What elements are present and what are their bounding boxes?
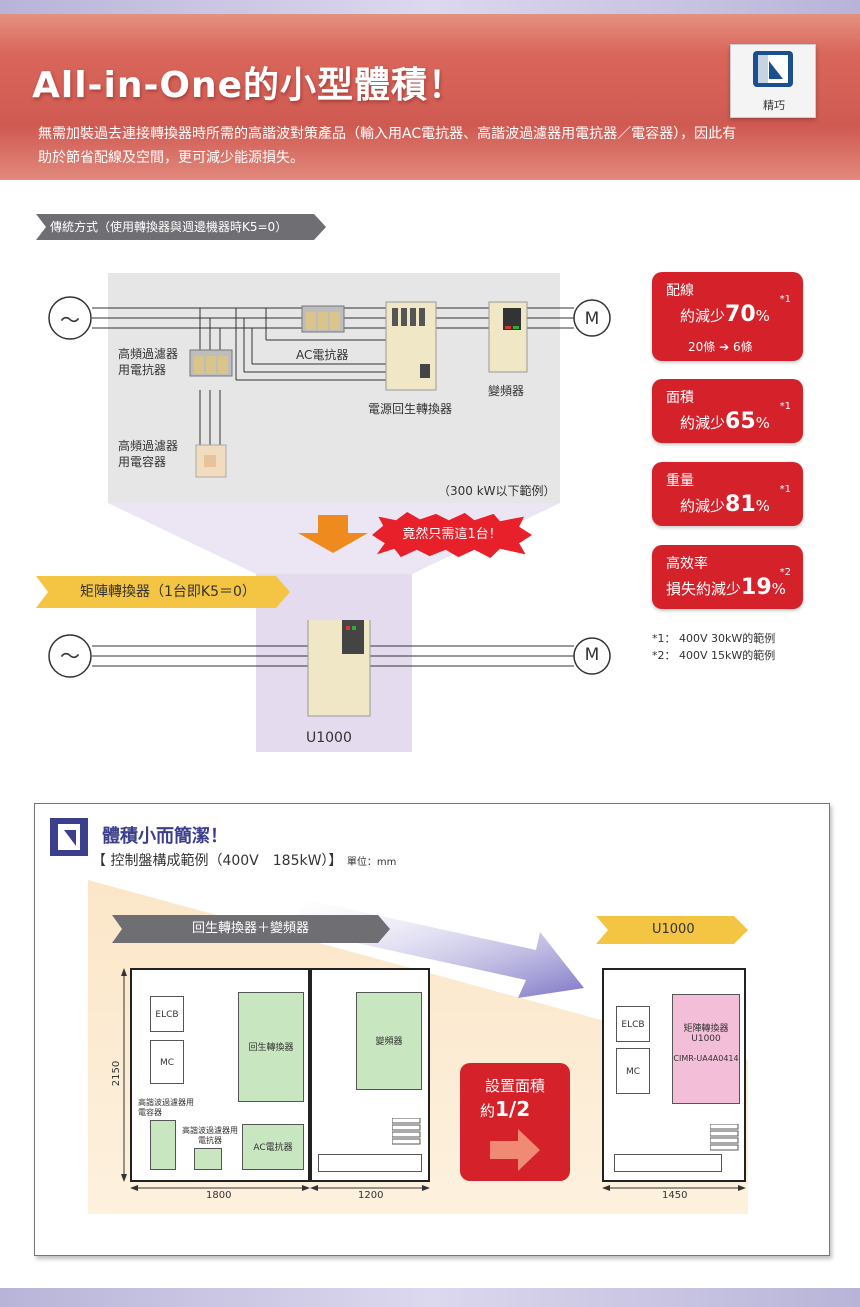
badge-label: 精巧 (763, 99, 785, 112)
regen-converter-box: 回生轉換器 (238, 992, 304, 1102)
page-description: 無需加裝過去連接轉換器時所需的高諧波對策產品（輸入用AC電抗器、高諧波過濾器用電… (38, 126, 737, 166)
ac-source-icon: ～ (60, 308, 80, 332)
hf-capacitor-label: 高頻過濾器 用電容器 (118, 439, 179, 469)
benefit-area: 面積 *1 約減少65% (652, 379, 803, 443)
right-arrow-icon (490, 1129, 540, 1171)
benefit-label: 配線 (666, 283, 694, 299)
ac-source-icon: ～ (60, 644, 80, 668)
matrix-circuit (48, 620, 611, 717)
matrix-tag: 矩陣轉換器（1台即K5＝0） (36, 576, 290, 608)
benefit-value: 約減少65% (680, 409, 770, 434)
area-line2: 約1/2 (480, 1097, 531, 1121)
area-line1: 設置面積 (484, 1077, 545, 1095)
conventional-circuit (48, 296, 611, 478)
panel-icon (50, 818, 88, 856)
left-config-tag: 回生轉換器＋變頻器 (112, 915, 390, 943)
benefit-label: 高效率 (666, 556, 708, 572)
header-banner (0, 0, 860, 180)
elcb-box: ELCB (616, 1006, 650, 1042)
terminal-strip (614, 1154, 722, 1172)
benefit-label: 重量 (666, 473, 694, 489)
panel-subtitle: 【 控制盤構成範例（400V 185kW）】 單位：mm (92, 853, 397, 869)
area-badge: 設置面積 約1/2 (460, 1063, 570, 1181)
height-dimension: 2150 (111, 1060, 123, 1087)
reactor-box (194, 1148, 222, 1170)
benefit-efficiency: 高效率 *2 損失約減少19% (652, 545, 803, 609)
benefit-weight: 重量 *1 約減少81% (652, 462, 803, 526)
width-dimension: 1450 (662, 1190, 688, 1201)
vent-slots (710, 1124, 739, 1151)
wiring-count: 20條 ➔ 6條 (688, 340, 753, 354)
capacitor-box (150, 1120, 176, 1170)
right-arrow-icon: ➔ (719, 340, 730, 354)
benefit-note: *1 (779, 294, 791, 305)
capacitor-label: 高諧波過濾器用 電容器 (138, 1098, 194, 1117)
benefit-value: 約減少70% (680, 302, 770, 327)
page-title: All-in-One的小型體積！ (32, 65, 466, 106)
width-dimension-b: 1200 (358, 1190, 384, 1201)
footnote-1: *1： 400V 30kW的範例 (652, 632, 776, 645)
benefit-value: 約減少81% (680, 492, 770, 517)
reactor-label: 高諧波過濾器用 電抗器 (182, 1126, 238, 1145)
right-dimension (602, 1185, 746, 1191)
mc-box: MC (616, 1048, 650, 1094)
footnotes: *1： 400V 30kW的範例 *2： 400V 15kW的範例 (652, 630, 775, 664)
range-note: （300 kW以下範例） (438, 484, 556, 498)
panel-title: 體積小而簡潔！ (102, 826, 228, 847)
inverter-label: 變頻器 (488, 384, 525, 398)
benefit-note: *1 (779, 401, 791, 412)
width-dimension-a: 1800 (206, 1190, 232, 1201)
footer-strip (0, 1288, 860, 1307)
ac-reactor-label: AC電抗器 (296, 348, 349, 362)
benefit-value: 損失約減少19% (666, 575, 786, 600)
motor-icon: M (584, 645, 600, 665)
mc-box: MC (150, 1040, 184, 1084)
vent-slots (392, 1118, 421, 1145)
matrix-product-label: U1000 (306, 730, 352, 746)
benefit-wiring: 配線 *1 約減少70% 20條 ➔ 6條 (652, 272, 803, 361)
benefit-note: *1 (779, 484, 791, 495)
regen-converter-label: 電源回生轉換器 (368, 402, 453, 416)
motor-icon: M (584, 309, 600, 329)
right-config-tag: U1000 (596, 916, 748, 944)
conventional-tag: 傳統方式（使用轉換器與週邊機器時K5=0） (36, 214, 326, 240)
elcb-box: ELCB (150, 996, 184, 1032)
compact-badge: 精巧 (730, 44, 816, 118)
terminal-strip (318, 1154, 422, 1172)
hf-reactor-label: 高頻過濾器 用電抗器 (118, 347, 179, 377)
header-top-strip (0, 0, 860, 14)
down-arrow-icon (298, 515, 368, 553)
inverter-box: 變頻器 (356, 992, 422, 1090)
matrix-converter-box: 矩陣轉換器 U1000 CIMR-UA4A0414 (672, 994, 740, 1104)
left-dimensions (121, 968, 430, 1191)
compact-icon (753, 51, 793, 87)
ac-reactor-box: AC電抗器 (242, 1124, 304, 1170)
footnote-2: *2： 400V 15kW的範例 (652, 649, 776, 662)
benefit-label: 面積 (666, 390, 694, 406)
benefit-note: *2 (779, 567, 791, 578)
